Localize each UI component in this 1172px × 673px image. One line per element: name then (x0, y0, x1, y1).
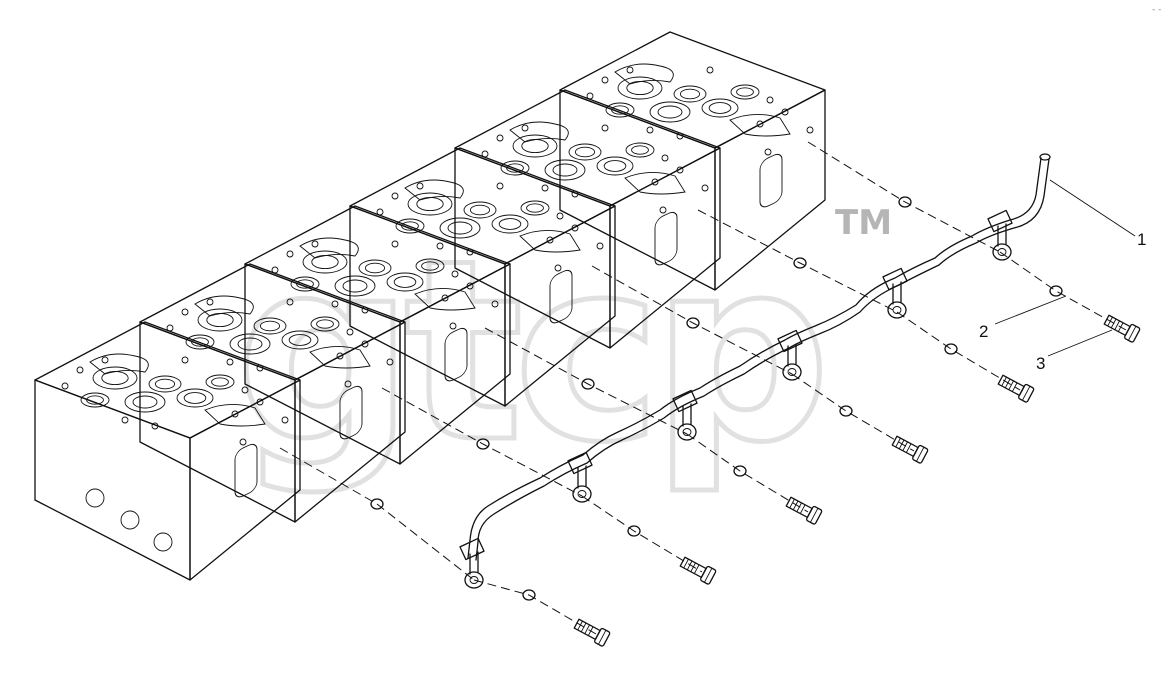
banjo-bolt (679, 556, 717, 585)
sealing-washer (839, 405, 853, 417)
explosion-line (279, 447, 475, 581)
sealing-washers (370, 196, 1063, 601)
explosion-line (999, 251, 1127, 331)
banjo-fitting (882, 267, 908, 319)
sealing-washer (944, 343, 958, 355)
banjo-fitting (987, 209, 1013, 261)
explosion-line (484, 327, 688, 435)
sealing-washer (581, 378, 595, 390)
banjo-bolt (891, 435, 929, 464)
explosion-line (381, 387, 583, 497)
sealing-washer (686, 317, 700, 329)
explosion-line (697, 209, 898, 313)
banjo-bolt (997, 374, 1035, 403)
banjo-fitting (567, 451, 593, 503)
sealing-washer (1049, 285, 1063, 297)
leader-1 (1049, 179, 1136, 237)
explosion-lines (279, 141, 1127, 635)
cylinder-head (139, 263, 406, 523)
watermark-trademark: TM (835, 203, 892, 243)
watermark-text: gtcp (235, 206, 821, 497)
cylinder-head (349, 147, 616, 407)
sealing-washer (898, 196, 912, 208)
explosion-line (581, 495, 703, 573)
sealing-washer (627, 525, 641, 537)
explosion-line (686, 433, 809, 513)
banjo-fitting (672, 389, 698, 441)
watermark: gtcp TM (233, 203, 893, 500)
banjo-fitting (459, 537, 485, 589)
banjo-bolt (573, 618, 611, 647)
banjo-bolt (785, 496, 823, 525)
cylinder-head-row (34, 31, 826, 581)
cylinder-head (559, 31, 826, 291)
corner-mark: - - (1152, 5, 1161, 15)
banjo-fitting (777, 329, 803, 381)
callout-leaders (994, 179, 1136, 357)
leader-3 (1047, 329, 1113, 357)
cylinder-head (34, 321, 301, 581)
banjo-bolt (1103, 314, 1141, 343)
explosion-line (473, 579, 597, 635)
callout-1: 1 (1137, 230, 1146, 249)
sealing-washer (733, 465, 747, 477)
banjo-bolts (573, 314, 1141, 647)
explosion-line (896, 311, 1021, 391)
explosion-line (591, 265, 793, 375)
sealing-washer (522, 589, 536, 601)
sealing-washer (793, 257, 807, 269)
callout-3: 3 (1036, 354, 1045, 373)
cylinder-head (244, 205, 511, 465)
explosion-line (791, 373, 915, 452)
sealing-washer (370, 498, 384, 510)
leader-2 (994, 295, 1067, 325)
explosion-line (807, 141, 1001, 253)
callout-2: 2 (979, 322, 988, 341)
cylinder-head (454, 89, 721, 349)
sealing-washer (476, 438, 490, 450)
